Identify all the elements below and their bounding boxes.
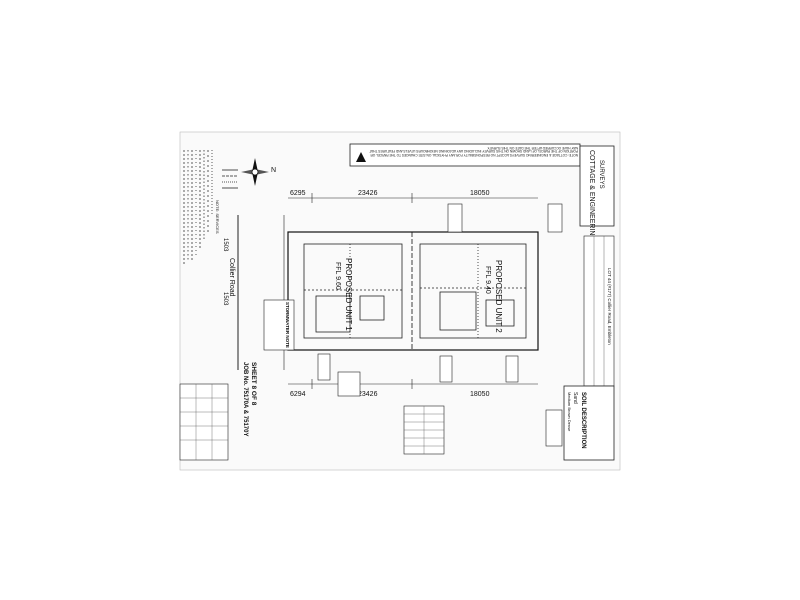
warning-icon bbox=[356, 152, 366, 162]
north-arrow-icon bbox=[241, 158, 269, 186]
legend-marks bbox=[222, 169, 238, 189]
unit1-label: PROPOSED UNIT 1 bbox=[344, 258, 353, 331]
company-name-line2: SURVEYS bbox=[598, 160, 604, 189]
company-logo-box bbox=[579, 145, 615, 227]
unit2-footprint bbox=[419, 243, 527, 339]
left-notes-column bbox=[183, 150, 213, 265]
road-name: Collier Road bbox=[228, 258, 235, 297]
unit1-ffl: FFL 9.60 bbox=[334, 262, 341, 290]
revision-table-rules bbox=[180, 384, 228, 460]
unit2-ffl: FFL 9.40 bbox=[484, 266, 491, 294]
company-name-line1: COTTAGE & ENGINEERING bbox=[588, 150, 595, 241]
revision-table bbox=[179, 383, 229, 461]
soil-line1: Sand bbox=[572, 392, 578, 404]
callout-boxes bbox=[317, 203, 563, 397]
top-note-text: NOTE: COTTAGE & ENGINEERING SURVEYS ACCE… bbox=[369, 145, 578, 157]
small-stamp-box bbox=[545, 409, 563, 447]
sheet-number: SHEET 8 OF 8 bbox=[250, 362, 257, 406]
title-block bbox=[583, 235, 615, 387]
dim-top-left: 6295 bbox=[290, 190, 306, 197]
dim-top-mid: 23426 bbox=[358, 190, 378, 197]
soil-description-box bbox=[563, 385, 615, 461]
dim-bottom-left: 6294 bbox=[290, 391, 306, 398]
dim-bottom-mid: 23426 bbox=[358, 391, 378, 398]
dim-top-right: 18050 bbox=[470, 190, 490, 197]
level-table-rules bbox=[404, 406, 444, 454]
stormwater-note-box bbox=[263, 299, 295, 351]
job-number: JOB No. 75170A & 75170Y bbox=[242, 362, 248, 436]
left-services-note: NOTE: SERVICES bbox=[215, 200, 220, 234]
site-address: LOT 44 (#177) Collier Road, Embleton bbox=[607, 268, 612, 345]
unit2-label: PROPOSED UNIT 2 bbox=[494, 260, 503, 333]
soil-line2: Medium Brown Dense bbox=[567, 392, 572, 432]
side-dimension-left-2: 1503 bbox=[222, 292, 228, 306]
stormwater-note-title: STORMWATER NOTE bbox=[285, 302, 290, 348]
north-label: N bbox=[271, 167, 276, 174]
property-boundary bbox=[287, 231, 539, 351]
unit1-footprint bbox=[303, 243, 403, 339]
dimension-lines bbox=[288, 193, 538, 389]
soil-title: SOIL DESCRIPTION bbox=[580, 392, 586, 449]
side-dimension-left-1: 1503 bbox=[222, 238, 228, 252]
dim-bottom-right: 18050 bbox=[470, 391, 490, 398]
